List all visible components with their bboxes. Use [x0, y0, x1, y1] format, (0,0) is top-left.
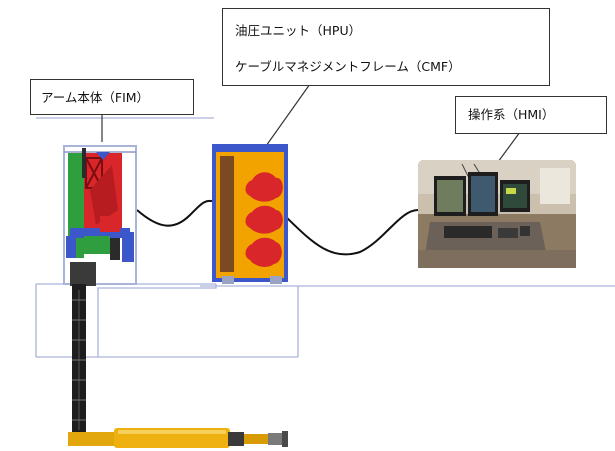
fim-frame: [63, 145, 137, 285]
hpu-red-tank-2: [245, 205, 283, 234]
leader-lines: [101, 83, 521, 163]
hpu-red-tank-3: [245, 237, 282, 267]
hpu-label: 油圧ユニット（HPU）: [235, 23, 362, 38]
hpu-cmf-callout: 油圧ユニット（HPU） ケーブルマネジメントフレーム（CMF）: [222, 8, 550, 86]
hmi-photo: [418, 160, 576, 268]
cable-hpu-hmi: [284, 209, 419, 256]
hpu-cabinet: [212, 144, 288, 284]
hpu-left-panel: [220, 156, 234, 272]
hmi-label: 操作系（HMI）: [468, 107, 555, 122]
cables: [136, 199, 419, 256]
fim-blue-marker: [96, 152, 110, 160]
cable-fim-hpu: [136, 199, 216, 227]
fim-label: アーム本体（FIM）: [41, 90, 150, 105]
fim-callout: アーム本体（FIM）: [30, 79, 194, 115]
fim-mast-upper: [70, 262, 96, 286]
cmf-label: ケーブルマネジメントフレーム（CMF）: [235, 59, 461, 74]
boom: [68, 428, 288, 448]
hpu-red-tank-1: [245, 172, 283, 202]
hmi-callout: 操作系（HMI）: [455, 96, 607, 134]
fim-arm: [63, 145, 137, 434]
